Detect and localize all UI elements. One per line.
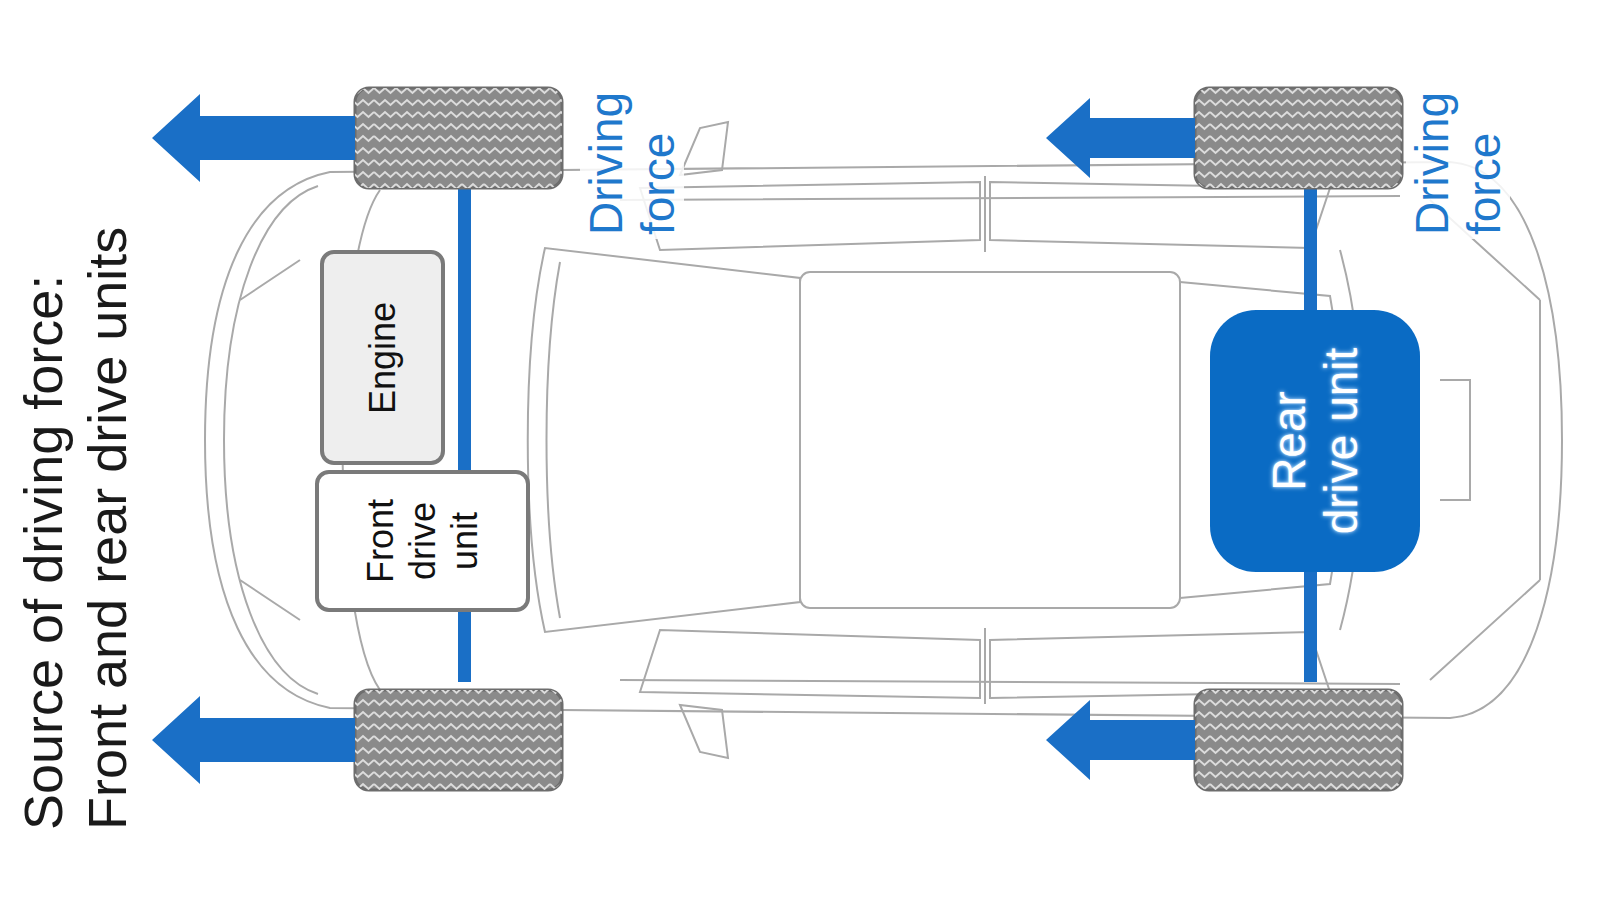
force-arrow xyxy=(152,94,355,182)
wheel xyxy=(355,88,562,188)
force-arrow xyxy=(152,696,355,784)
driving-force-label: Driving force xyxy=(1406,41,1510,239)
front-drive-unit-box: Front drive unit xyxy=(315,470,530,612)
node-text: Rear drive unit xyxy=(1263,341,1367,541)
tread xyxy=(355,88,562,188)
axles xyxy=(458,188,1317,682)
diagram-title: Source of driving force: Front and rear … xyxy=(11,50,139,830)
rear-drive-unit-box: Rear drive unit xyxy=(1210,310,1420,572)
wheel xyxy=(1195,690,1402,790)
wheel xyxy=(355,690,562,790)
car-body xyxy=(205,122,1562,758)
tread xyxy=(1195,690,1402,790)
tread xyxy=(1195,88,1402,188)
force-arrow xyxy=(1046,98,1195,178)
node-text: Engine xyxy=(362,263,404,453)
node-text: Front drive unit xyxy=(360,478,486,604)
wheel xyxy=(1195,88,1402,188)
engine-box: Engine xyxy=(320,250,445,465)
tread xyxy=(355,690,562,790)
force-arrow xyxy=(1046,700,1195,780)
driving-force-label: Driving force xyxy=(580,41,684,239)
